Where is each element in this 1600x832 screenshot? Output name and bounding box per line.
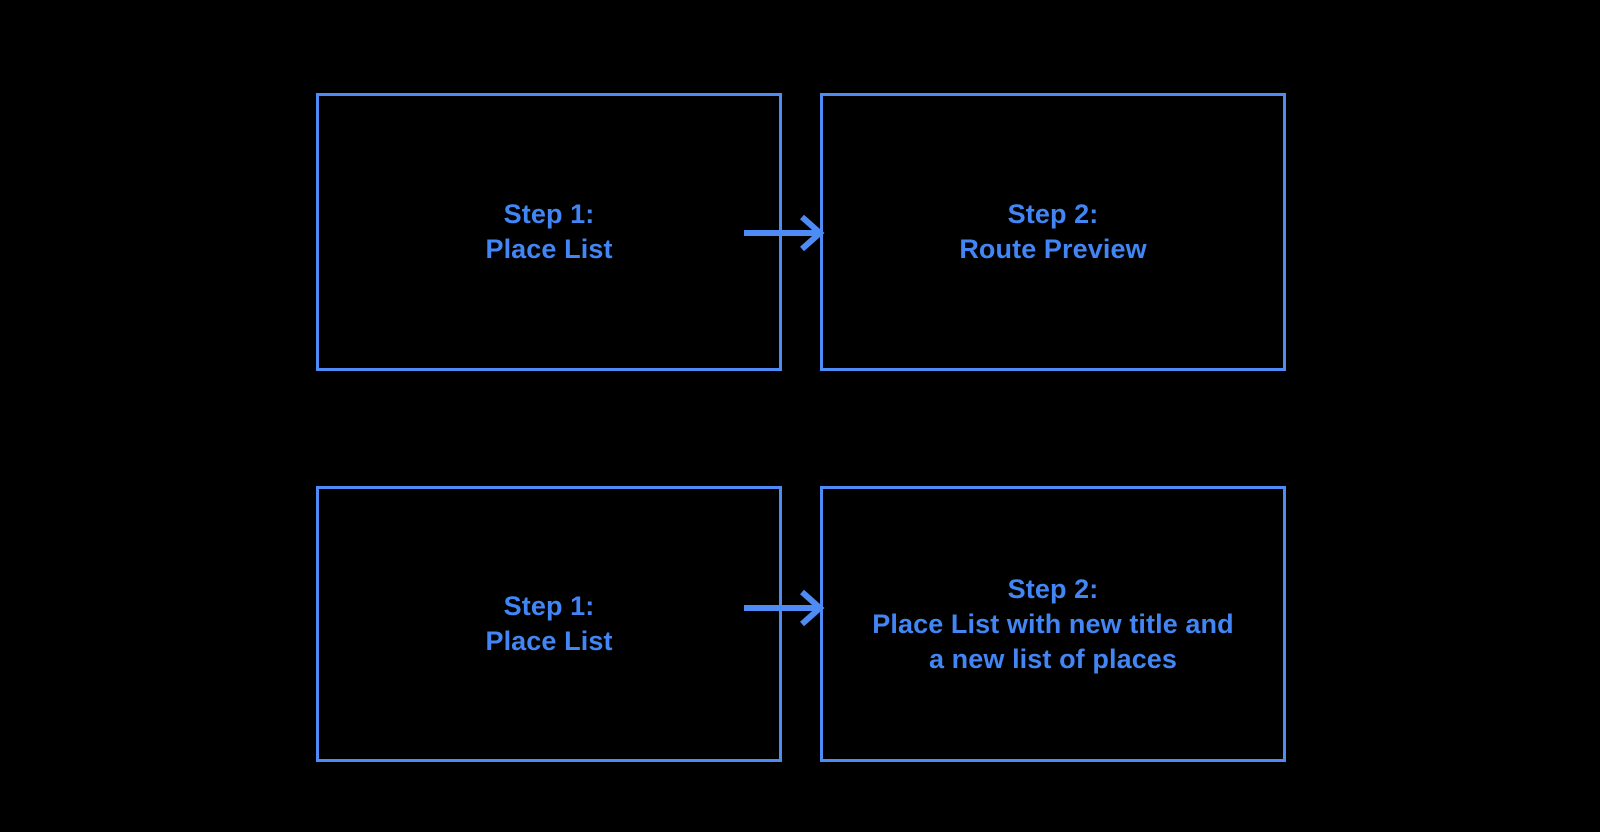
- step-box-row1-step1[interactable]: Step 1: Place List: [316, 93, 782, 371]
- step-box-row1-step2[interactable]: Step 2: Route Preview: [820, 93, 1286, 371]
- step-box-row2-step1[interactable]: Step 1: Place List: [316, 486, 782, 762]
- step-box-label: Step 1: Place List: [485, 199, 613, 264]
- step-box-label: Step 1: Place List: [485, 591, 613, 656]
- step-box-label: Step 2: Route Preview: [959, 199, 1147, 264]
- flow-row-2: Step 1: Place List Step 2: Place List wi…: [0, 486, 1600, 762]
- step-box-row2-step2[interactable]: Step 2: Place List with new title and a …: [820, 486, 1286, 762]
- step-box-label: Step 2: Place List with new title and a …: [872, 573, 1234, 674]
- flow-row-1: Step 1: Place List Step 2: Route Preview: [0, 93, 1600, 371]
